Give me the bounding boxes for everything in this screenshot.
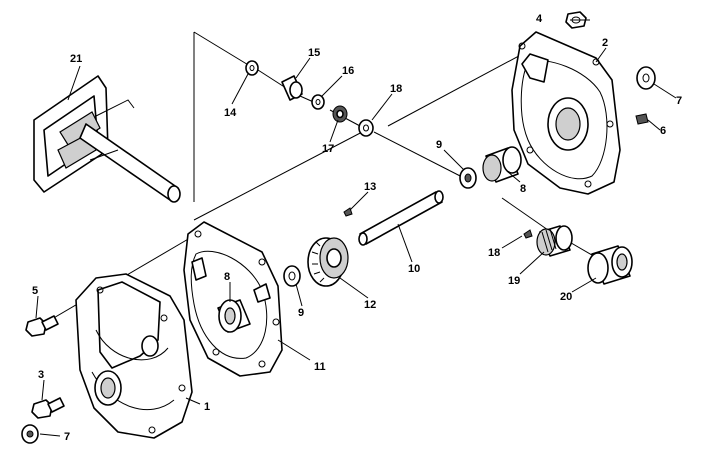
callout-9-lower: 9: [298, 307, 304, 319]
part-3-bolt: [31, 397, 65, 419]
part-10-shaft: [358, 190, 444, 246]
callout-18-lower: 18: [488, 247, 500, 259]
callout-2: 2: [602, 37, 608, 49]
part-11-gasket-plate: [183, 221, 283, 377]
upper-assembly-lines: [39, 31, 605, 327]
part-7-washer-upper: [636, 66, 656, 90]
part-16-washer: [311, 94, 325, 110]
callout-11: 11: [314, 361, 326, 373]
callout-12: 12: [364, 299, 376, 311]
callout-21: 21: [70, 53, 82, 65]
callout-14: 14: [224, 107, 237, 119]
part-6-key: [635, 113, 649, 125]
callout-10: 10: [408, 263, 420, 275]
callout-20: 20: [560, 291, 572, 303]
part-18-washer-upper: [358, 119, 374, 137]
callout-16: 16: [342, 65, 354, 77]
callout-7-lower: 7: [64, 431, 70, 443]
part-14-washer: [245, 60, 259, 76]
leader-lines: [35, 19, 677, 437]
part-5-bolt: [25, 315, 59, 337]
callout-1: 1: [204, 401, 210, 413]
part-17-seal: [332, 105, 348, 123]
part-8-bushing-lower: [217, 299, 251, 333]
callout-19: 19: [508, 275, 520, 287]
callout-13: 13: [364, 181, 376, 193]
callout-5: 5: [32, 285, 38, 297]
callout-9-upper: 9: [436, 139, 442, 151]
callout-8-lower: 8: [224, 271, 230, 283]
part-8-bushing-upper: [482, 146, 522, 183]
part-1-gearbox-housing: [75, 273, 193, 439]
part-21-impeller-assembly: [33, 75, 181, 203]
part-2-right-housing: [511, 31, 621, 195]
callout-7-upper: 7: [676, 95, 682, 107]
callout-17: 17: [322, 143, 334, 155]
callout-4: 4: [536, 13, 543, 25]
part-9-washer-upper: [459, 167, 477, 189]
callout-6: 6: [660, 125, 666, 137]
part-19-worm-gear: [536, 225, 573, 257]
part-15-bushing: [281, 75, 303, 101]
part-7-washer-lower: [21, 424, 39, 444]
callout-18-upper: 18: [390, 83, 402, 95]
part-9-washer-lower: [283, 265, 301, 287]
callout-labels: 1 2 3 4 5 6 7 7 8 8 9 9 10 11 12 13 14 1…: [32, 13, 682, 443]
part-20-coupling: [587, 245, 633, 285]
part-18-key-lower: [523, 229, 533, 239]
part-12-gear: [307, 237, 349, 287]
callout-3: 3: [38, 369, 44, 381]
callout-15: 15: [308, 47, 320, 59]
callout-8-upper: 8: [520, 183, 526, 195]
